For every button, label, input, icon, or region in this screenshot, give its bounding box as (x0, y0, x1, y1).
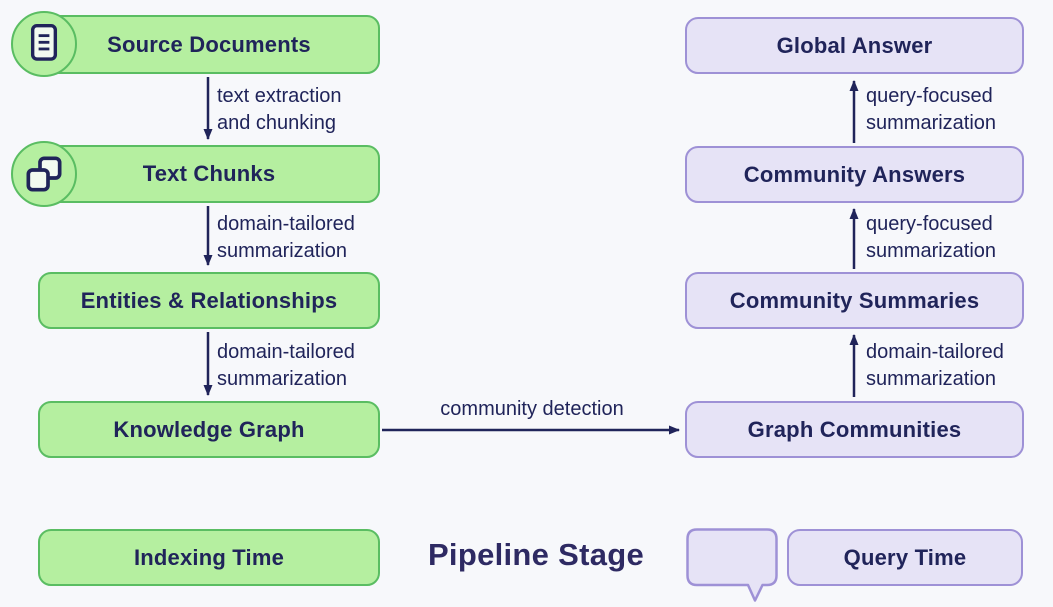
legend-query-time: Query Time (787, 529, 1023, 586)
legend-query-time-label: Query Time (843, 544, 967, 570)
edge-label-query-focused-summarization-2: query-focused summarization (866, 85, 997, 134)
node-global-answer: Global Answer (685, 17, 1024, 74)
document-icon (30, 24, 58, 61)
node-community-summaries: Community Summaries (685, 272, 1024, 329)
edge-label-community-detection: community detection (440, 398, 624, 420)
node-knowledge-graph: Knowledge Graph (38, 401, 380, 458)
edge-label-domain-tailored-summarization-2: domain-tailored summarization (217, 341, 355, 390)
node-graph-communities-label: Graph Communities (747, 416, 962, 442)
pipeline-stage-title: Pipeline Stage (427, 537, 645, 572)
source-documents-icon-circle (11, 11, 77, 77)
node-graph-communities: Graph Communities (685, 401, 1024, 458)
edge-label-query-focused-summarization-1: query-focused summarization (866, 213, 997, 262)
legend-indexing-time-label: Indexing Time (133, 544, 285, 570)
text-chunks-icon-circle (11, 141, 77, 207)
overlapping-squares-icon (26, 156, 62, 192)
node-entities-relationships: Entities & Relationships (38, 272, 380, 329)
edge-label-domain-tailored-summarization-1: domain-tailored summarization (217, 213, 355, 262)
node-source-documents: Source Documents (38, 15, 380, 74)
node-text-chunks: Text Chunks (38, 145, 380, 203)
node-source-documents-label: Source Documents (107, 31, 311, 57)
legend-indexing-time: Indexing Time (38, 529, 380, 586)
speech-bubble-icon (686, 528, 778, 602)
node-knowledge-graph-label: Knowledge Graph (113, 416, 305, 442)
edge-label-text-extraction-and-chunking: text extraction and chunking (217, 85, 342, 134)
node-community-answers: Community Answers (685, 146, 1024, 203)
edge-label-domain-tailored-summarization-3: domain-tailored summarization (866, 341, 1004, 390)
node-community-summaries-label: Community Summaries (729, 287, 980, 313)
node-global-answer-label: Global Answer (776, 32, 933, 58)
node-community-answers-label: Community Answers (743, 161, 966, 187)
node-entities-relationships-label: Entities & Relationships (80, 287, 338, 313)
node-text-chunks-label: Text Chunks (142, 161, 276, 186)
